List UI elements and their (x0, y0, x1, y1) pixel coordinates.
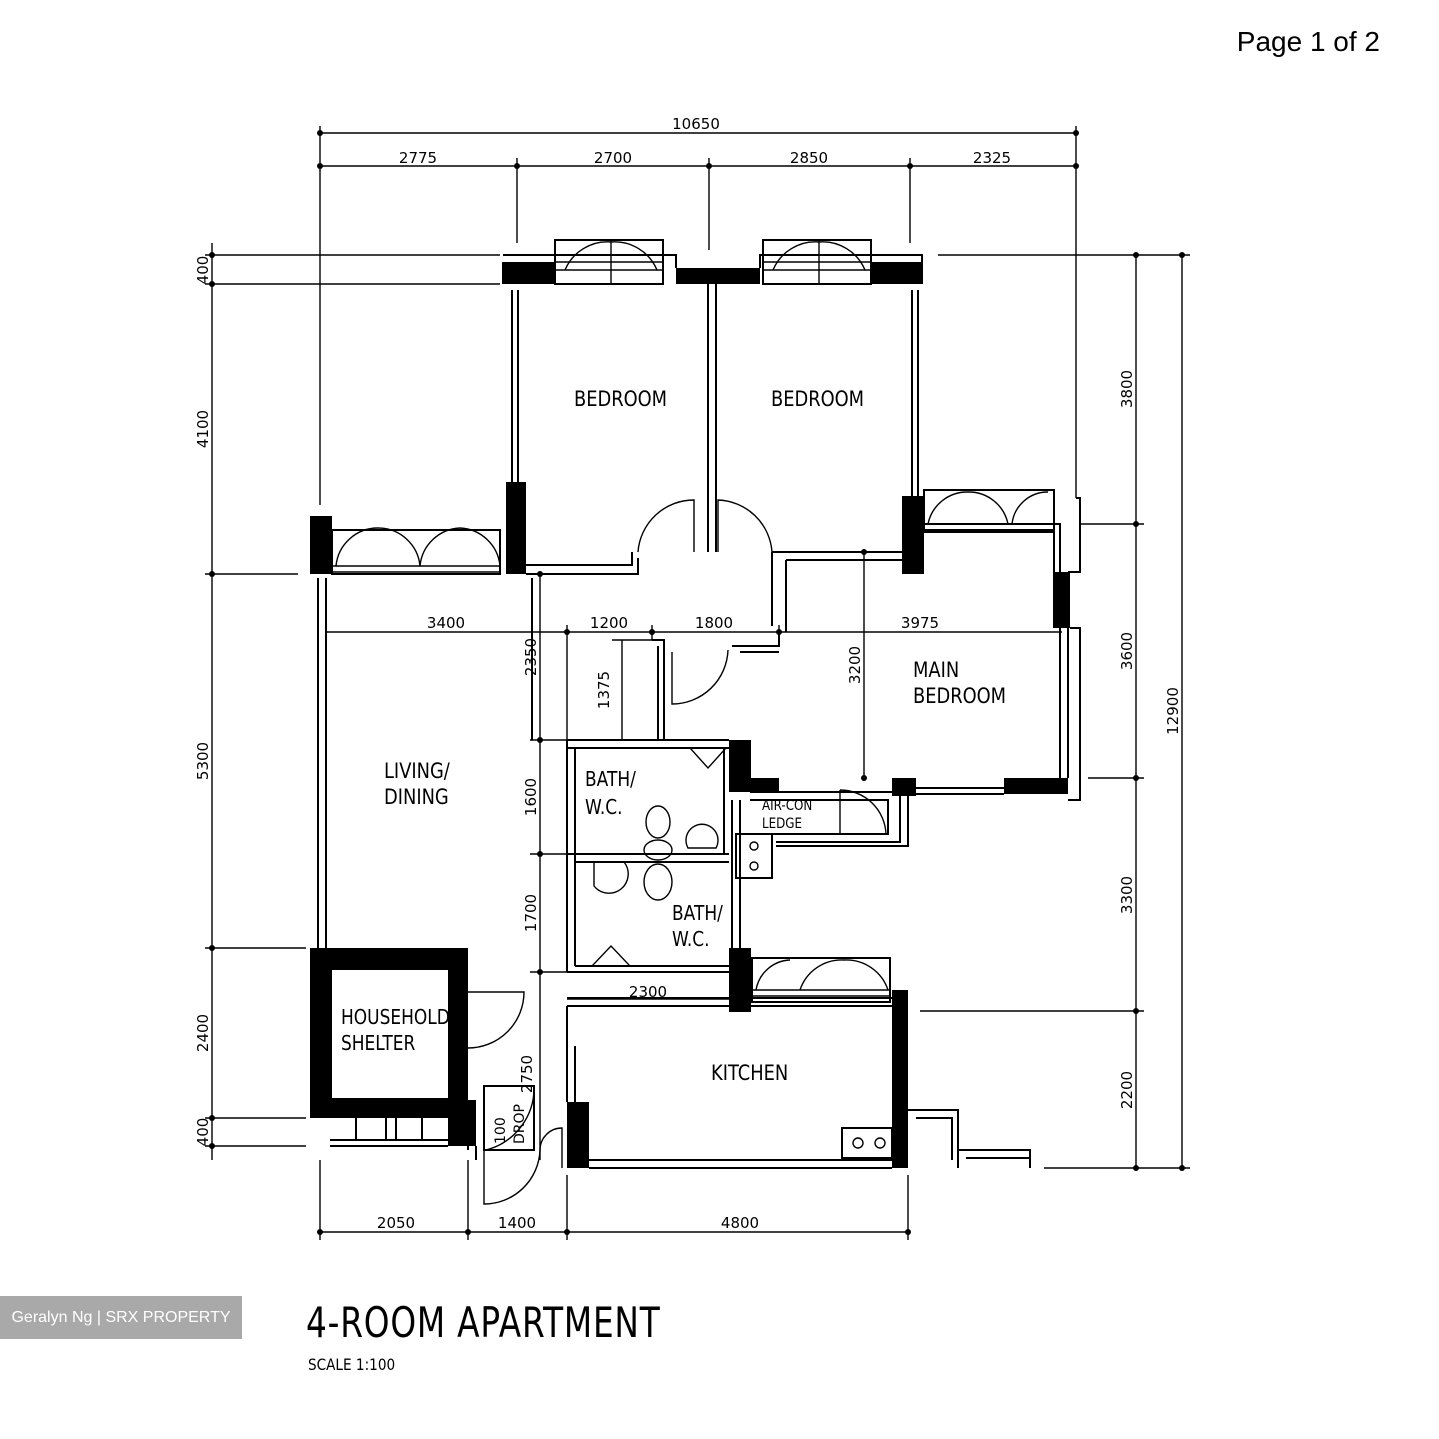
living-dining-label: LIVING/ (384, 759, 450, 784)
drop-label: 100 (493, 1117, 509, 1144)
dim-left-segment: 5300 (194, 742, 212, 780)
bedroom-label: BEDROOM (574, 387, 667, 412)
windows (331, 239, 1055, 1003)
dim-top-segment: 2775 (399, 149, 437, 167)
dim-left-segment: 400 (194, 1118, 212, 1147)
walls (310, 254, 1081, 1169)
dimension-lines (205, 126, 1190, 1240)
watermark-banner: Geralyn Ng | SRX PROPERTY (0, 1296, 242, 1339)
dim-middle-segment: 1800 (695, 614, 733, 632)
room-labels: BEDROOM BEDROOM MAIN BEDROOM LIVING/ DIN… (341, 387, 1006, 1144)
dim-left-segment: 2400 (194, 1014, 212, 1052)
kitchen-label: KITCHEN (711, 1061, 788, 1086)
dim-column-segment: 1375 (595, 671, 613, 709)
plan-scale: SCALE 1:100 (308, 1355, 396, 1374)
dim-middle-segment: 3975 (901, 614, 939, 632)
fixtures (590, 747, 893, 1159)
page-number: Page 1 of 2 (1236, 26, 1380, 57)
dim-middle-segment: 3400 (427, 614, 465, 632)
drop-label: DROP (512, 1104, 528, 1144)
plan-title: 4-ROOM APARTMENT (306, 1298, 661, 1347)
dim-right-segment: 2200 (1118, 1071, 1136, 1109)
dim-right-total: 12900 (1164, 687, 1182, 735)
main-bedroom-label: MAIN (913, 658, 959, 683)
dim-bottom-segment: 2050 (377, 1214, 415, 1232)
dim-column-segment: 3200 (846, 646, 864, 684)
bedroom-label: BEDROOM (771, 387, 864, 412)
household-shelter-label: HOUSEHOLD (341, 1007, 450, 1030)
main-bedroom-label: BEDROOM (913, 684, 1006, 709)
dim-column-segment: 2750 (518, 1055, 536, 1093)
dim-right-segment: 3300 (1118, 876, 1136, 914)
dim-middle-segment: 1200 (590, 614, 628, 632)
dim-column-segment: 1700 (522, 894, 540, 932)
aircon-ledge-label: LEDGE (762, 816, 802, 832)
dim-top-segment: 2850 (790, 149, 828, 167)
dim-bottom-segment: 4800 (721, 1214, 759, 1232)
living-dining-label: DINING (384, 785, 449, 810)
dim-left-segment: 400 (194, 256, 212, 285)
dim-right-segment: 3800 (1118, 370, 1136, 408)
household-shelter-label: SHELTER (341, 1033, 415, 1056)
dim-column-segment: 2350 (522, 638, 540, 676)
bath-wc-label: BATH/ (585, 769, 637, 792)
bath-wc-label: BATH/ (672, 903, 724, 926)
dimension-labels: 10650 2775 2700 2850 2325 3400 1200 1800… (194, 115, 1182, 1232)
dim-top-total: 10650 (672, 115, 720, 133)
dim-column-segment: 1600 (522, 778, 540, 816)
dim-left-segment: 4100 (194, 410, 212, 448)
bath-wc-label: W.C. (585, 797, 623, 820)
aircon-ledge-label: AIR-CON (762, 798, 812, 814)
doors (467, 499, 887, 1205)
dim-top-segment: 2325 (973, 149, 1011, 167)
dim-top-segment: 2700 (594, 149, 632, 167)
dim-inner-2300: 2300 (629, 983, 667, 1001)
bath-wc-label: W.C. (672, 929, 710, 952)
dim-right-segment: 3600 (1118, 632, 1136, 670)
dim-bottom-segment: 1400 (498, 1214, 536, 1232)
